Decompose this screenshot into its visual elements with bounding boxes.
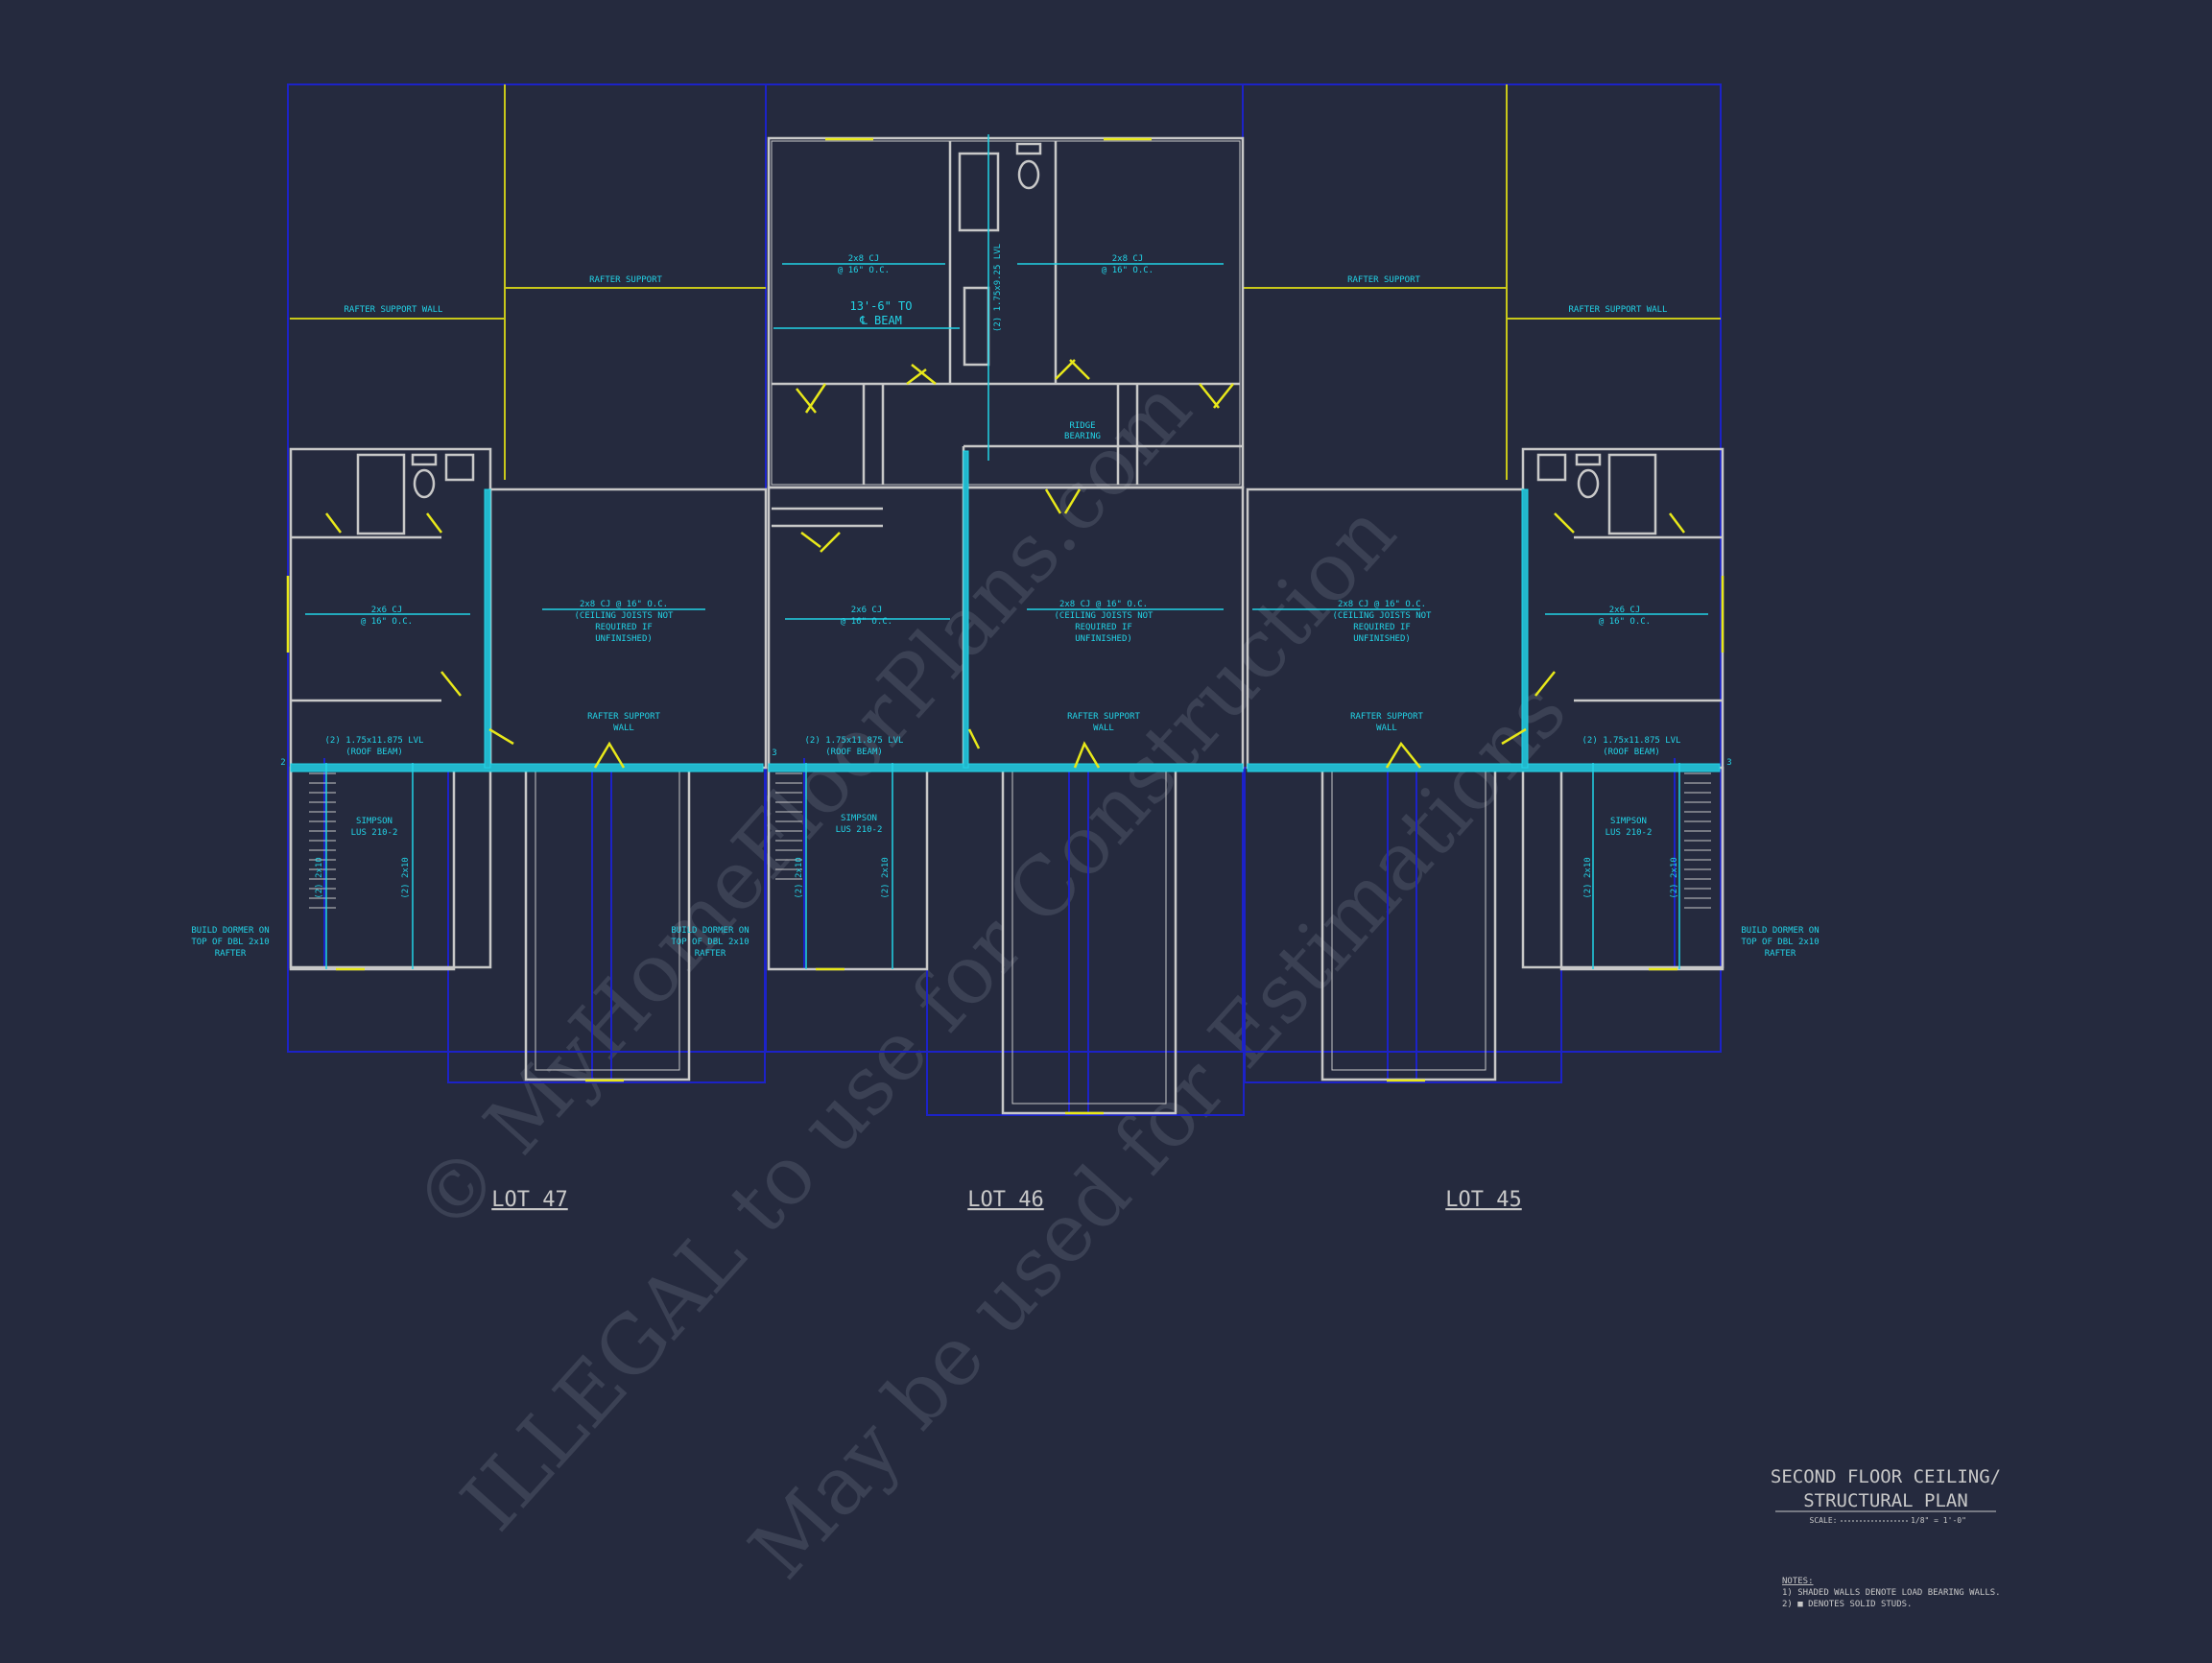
label-cj-46-big-2: (CEILING JOISTS NOT bbox=[1055, 611, 1154, 621]
label-rsw-46-2: WALL bbox=[1093, 724, 1114, 733]
label-cj-45-small-1: 2x6 CJ bbox=[1609, 606, 1641, 615]
label-dormer-47-2: TOP OF DBL 2x10 bbox=[191, 938, 269, 947]
label-dormer-47-1: BUILD DORMER ON bbox=[191, 926, 269, 936]
label-dbl-2x10-b: (2) 2x10 bbox=[401, 857, 411, 898]
label-simpson-47-2: LUS 210-2 bbox=[351, 828, 398, 838]
label-simpson-46-2: LUS 210-2 bbox=[836, 825, 883, 835]
label-rafter-support-right: RAFTER SUPPORT bbox=[1347, 275, 1420, 285]
label-cj-46-right-2: @ 16" O.C. bbox=[1102, 266, 1154, 275]
label-dormer-45-1: BUILD DORMER ON bbox=[1741, 926, 1819, 936]
dimension-lines bbox=[305, 134, 1708, 969]
label-rafter-support-left: RAFTER SUPPORT bbox=[589, 275, 662, 285]
label-lvl-47-1: (2) 1.75x11.875 LVL bbox=[325, 736, 424, 746]
label-rsw-47-1: RAFTER SUPPORT bbox=[587, 712, 660, 722]
label-lvl-45-2: (ROOF BEAM) bbox=[1603, 748, 1660, 757]
label-simpson-46-1: SIMPSON bbox=[841, 814, 877, 823]
watermark: © MyHomeFloorPlans.com ILLEGAL to use fo… bbox=[395, 362, 1584, 1596]
label-cj-45-small-2: @ 16" O.C. bbox=[1599, 617, 1651, 627]
grid-marker-3-left: 3 bbox=[772, 748, 776, 758]
notes-line2: 2) ■ DENOTES SOLID STUDS. bbox=[1782, 1600, 1912, 1609]
label-rafter-support-wall-right: RAFTER SUPPORT WALL bbox=[1569, 305, 1668, 315]
scale-label: SCALE: bbox=[1810, 1516, 1838, 1525]
lot-labels: LOT 47 LOT 46 LOT 45 bbox=[491, 1188, 1521, 1212]
title-line2: STRUCTURAL PLAN bbox=[1803, 1490, 1968, 1511]
grid-marker-2-left: 2 bbox=[280, 758, 285, 768]
rafter-support-lines bbox=[290, 84, 1721, 480]
label-rsw-45-2: WALL bbox=[1376, 724, 1397, 733]
label-dormer-46-2: TOP OF DBL 2x10 bbox=[671, 938, 749, 947]
label-cj-47-big-3: REQUIRED IF bbox=[595, 623, 653, 632]
label-cj-47-big-1: 2x8 CJ @ 16" O.C. bbox=[580, 600, 668, 609]
label-rsw-47-2: WALL bbox=[613, 724, 634, 733]
label-dormer-47-3: RAFTER bbox=[215, 949, 247, 959]
label-cj-46-small-2: @ 16" O.C. bbox=[841, 617, 892, 627]
label-cj-46-big-1: 2x8 CJ @ 16" O.C. bbox=[1059, 600, 1148, 609]
label-dbl-2x10-e: (2) 2x10 bbox=[1583, 857, 1593, 898]
label-cj-46-big-3: REQUIRED IF bbox=[1075, 623, 1132, 632]
notes-line1: 1) SHADED WALLS DENOTE LOAD BEARING WALL… bbox=[1782, 1588, 2001, 1598]
grid-marker-3-right: 3 bbox=[1726, 758, 1731, 768]
notes: NOTES: 1) SHADED WALLS DENOTE LOAD BEARI… bbox=[1782, 1577, 2001, 1609]
label-cj-47-small-1: 2x6 CJ bbox=[371, 606, 403, 615]
load-bearing-walls bbox=[290, 450, 1721, 772]
annotations: RAFTER SUPPORT WALL RAFTER SUPPORT RAFTE… bbox=[191, 244, 1819, 959]
label-cj-45-big-4: UNFINISHED) bbox=[1353, 634, 1411, 644]
label-ridge-1: RIDGE bbox=[1069, 421, 1095, 431]
lot-label-46: LOT 46 bbox=[967, 1188, 1043, 1212]
label-simpson-45-2: LUS 210-2 bbox=[1605, 828, 1653, 838]
title-line1: SECOND FLOOR CEILING/ bbox=[1771, 1466, 2001, 1487]
label-cj-46-left-2: @ 16" O.C. bbox=[838, 266, 890, 275]
label-cj-46-big-4: UNFINISHED) bbox=[1075, 634, 1132, 644]
label-cj-45-big-3: REQUIRED IF bbox=[1353, 623, 1411, 632]
lot-label-45: LOT 45 bbox=[1445, 1188, 1521, 1212]
label-lvl-46-1: (2) 1.75x11.875 LVL bbox=[805, 736, 904, 746]
label-cj-46-left-1: 2x8 CJ bbox=[848, 254, 880, 264]
label-dbl-2x10-c: (2) 2x10 bbox=[795, 857, 804, 898]
label-lvl-46-2: (ROOF BEAM) bbox=[825, 748, 883, 757]
scale-value: 1/8" = 1'-0" bbox=[1911, 1516, 1966, 1525]
label-dormer-46-1: BUILD DORMER ON bbox=[671, 926, 749, 936]
label-lvl-47-2: (ROOF BEAM) bbox=[345, 748, 403, 757]
label-lvl-45-1: (2) 1.75x11.875 LVL bbox=[1582, 736, 1681, 746]
lot-label-47: LOT 47 bbox=[491, 1188, 567, 1212]
label-cj-46-small-1: 2x6 CJ bbox=[851, 606, 883, 615]
label-dbl-2x10-f: (2) 2x10 bbox=[1670, 857, 1679, 898]
notes-heading: NOTES: bbox=[1782, 1577, 1814, 1586]
label-dormer-45-2: TOP OF DBL 2x10 bbox=[1741, 938, 1819, 947]
doors bbox=[286, 137, 1724, 1115]
label-cj-45-big-1: 2x8 CJ @ 16" O.C. bbox=[1338, 600, 1426, 609]
label-cj-46-right-1: 2x8 CJ bbox=[1112, 254, 1144, 264]
label-dbl-2x10-d: (2) 2x10 bbox=[881, 857, 891, 898]
label-dormer-45-3: RAFTER bbox=[1765, 949, 1796, 959]
stair-treads bbox=[309, 772, 1711, 909]
label-rafter-support-wall-left: RAFTER SUPPORT WALL bbox=[345, 305, 443, 315]
label-beam-2: ℄ BEAM bbox=[859, 314, 902, 327]
label-cj-45-big-2: (CEILING JOISTS NOT bbox=[1333, 611, 1433, 621]
label-simpson-47-1: SIMPSON bbox=[356, 817, 392, 826]
label-cj-47-small-2: @ 16" O.C. bbox=[361, 617, 413, 627]
label-rsw-46-1: RAFTER SUPPORT bbox=[1067, 712, 1140, 722]
label-dormer-46-3: RAFTER bbox=[695, 949, 726, 959]
label-simpson-45-1: SIMPSON bbox=[1610, 817, 1647, 826]
label-rsw-45-1: RAFTER SUPPORT bbox=[1350, 712, 1423, 722]
label-lvl-vertical: (2) 1.75x9.25 LVL bbox=[993, 244, 1003, 332]
label-dbl-2x10-a: (2) 2x10 bbox=[315, 857, 324, 898]
label-cj-47-big-2: (CEILING JOISTS NOT bbox=[575, 611, 675, 621]
label-beam-1: 13'-6" TO bbox=[849, 299, 912, 313]
label-cj-47-big-4: UNFINISHED) bbox=[595, 634, 653, 644]
title-block: SECOND FLOOR CEILING/ STRUCTURAL PLAN SC… bbox=[1771, 1466, 2001, 1525]
label-ridge-2: BEARING bbox=[1064, 432, 1101, 441]
